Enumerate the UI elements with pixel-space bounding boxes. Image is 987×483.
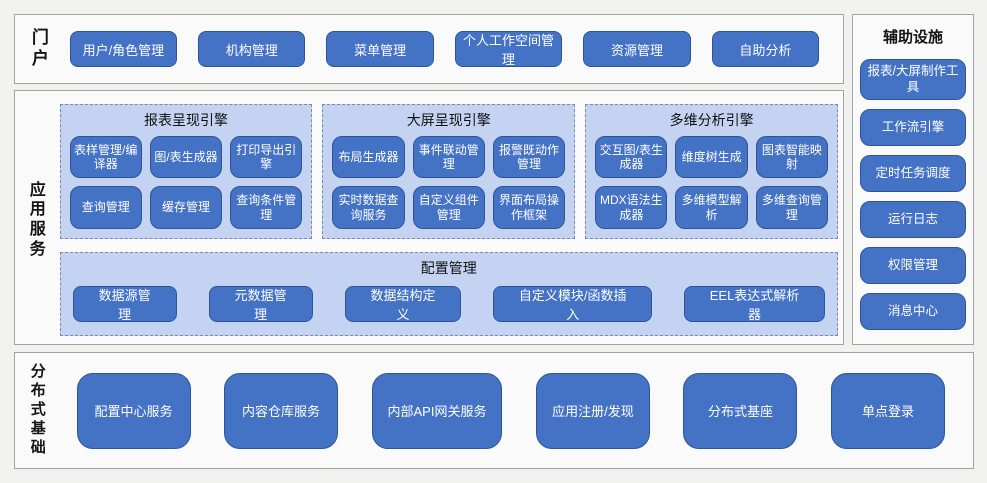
olap-engine-section: 多维分析引擎 交互图/表生成器 维度树生成 图表智能映射 MDX语法生成器 多维… [585,104,838,239]
engine-node: 图/表生成器 [149,136,223,179]
distributed-base-panel: 分布式基础 配置中心服务 内容仓库服务 内部API网关服务 应用注册/发现 分布… [14,352,974,469]
engine-node: 查询条件管理 [230,186,303,229]
app-services-panel: 应用服务 报表呈现引擎 表样管理/编译器 图/表生成器 打印导出引擎 查询管 [14,90,844,345]
distributed-node: 应用注册/发现 [535,372,650,449]
auxiliary-node: 运行日志 [860,201,966,239]
engine-node: 多维模型解析 [675,186,748,229]
engine-node: 打印导出引擎 [230,136,303,179]
config-management-title: 配置管理 [420,259,477,276]
olap-engine-title: 多维分析引擎 [669,112,754,128]
portal-layer-label: 门户 [31,28,49,68]
bigscreen-engine-grid: 布局生成器 事件联动管理 报警既动作管理 实时数据查询服务 自定义组件管理 界面… [332,136,566,229]
bigscreen-engine-title: 大屏呈现引擎 [406,112,491,128]
engine-node: 缓存管理 [149,186,223,229]
engine-node: 交互图/表生成器 [595,136,668,179]
bigscreen-engine-section: 大屏呈现引擎 布局生成器 事件联动管理 报警既动作管理 实时数据查询服务 自定义… [322,104,576,239]
engine-node: 布局生成器 [332,136,405,179]
config-node: 数据源管理 [72,285,177,322]
engine-row: 报表呈现引擎 表样管理/编译器 图/表生成器 打印导出引擎 查询管理 缓存管理 [59,104,838,239]
distributed-node: 内部API网关服务 [371,372,503,449]
app-services-label: 应用服务 [29,181,46,258]
engine-node: 界面布局操作框架 [492,186,566,229]
auxiliary-node: 报表/大屏制作工具 [860,59,966,101]
engine-node: 图表智能映射 [755,136,828,179]
distributed-node: 单点登录 [830,372,945,449]
config-node: EEL表达式解析器 [684,285,825,322]
engine-node: MDX语法生成器 [595,186,668,229]
auxiliary-panel: 辅助设施 报表/大屏制作工具 工作流引擎 定时任务调度 运行日志 权限管理 消息… [852,14,974,345]
app-services-content: 报表呈现引擎 表样管理/编译器 图/表生成器 打印导出引擎 查询管理 缓存管理 [59,104,838,336]
portal-node: 机构管理 [198,31,306,67]
olap-engine-grid: 交互图/表生成器 维度树生成 图表智能映射 MDX语法生成器 多维模型解析 多维… [595,136,828,229]
auxiliary-node: 定时任务调度 [860,155,966,193]
config-node: 元数据管理 [208,285,313,322]
distributed-node-row: 配置中心服务 内容仓库服务 内部API网关服务 应用注册/发现 分布式基座 单点… [76,372,946,449]
config-node-row: 数据源管理 元数据管理 数据结构定义 自定义模块/函数插入 EEL表达式解析器 [72,284,825,324]
config-management-section: 配置管理 数据源管理 元数据管理 数据结构定义 自定义模块/函数插入 EEL表达… [59,251,838,336]
engine-node: 表样管理/编译器 [69,136,142,179]
engine-node: 事件联动管理 [412,136,485,179]
portal-node: 用户/角色管理 [69,31,178,67]
distributed-node: 配置中心服务 [76,372,191,449]
engine-node: 维度树生成 [675,136,748,179]
config-node: 数据结构定义 [344,285,462,322]
engine-node: 自定义组件管理 [412,186,485,229]
report-engine-grid: 表样管理/编译器 图/表生成器 打印导出引擎 查询管理 缓存管理 查询条件管理 [69,136,303,229]
auxiliary-node: 权限管理 [860,247,966,284]
portal-node-row: 用户/角色管理 机构管理 菜单管理 个人工作空间管理 资源管理 自助分析 [69,31,820,67]
report-engine-title: 报表呈现引擎 [143,112,228,128]
portal-node: 自助分析 [711,31,820,67]
engine-node: 查询管理 [69,186,142,229]
auxiliary-node: 消息中心 [860,292,966,330]
portal-node: 个人工作空间管理 [454,31,563,67]
report-engine-section: 报表呈现引擎 表样管理/编译器 图/表生成器 打印导出引擎 查询管理 缓存管理 [59,104,313,239]
config-node: 自定义模块/函数插入 [493,285,653,322]
distributed-base-label: 分布式基础 [30,363,46,456]
engine-node: 多维查询管理 [755,186,828,229]
auxiliary-node-column: 报表/大屏制作工具 工作流引擎 定时任务调度 运行日志 权限管理 消息中心 [860,47,966,330]
engine-node: 报警既动作管理 [492,136,566,179]
distributed-node: 内容仓库服务 [224,372,338,449]
portal-node: 菜单管理 [326,31,434,67]
auxiliary-node: 工作流引擎 [860,109,966,147]
portal-node: 资源管理 [583,31,691,67]
auxiliary-title: 辅助设施 [882,29,943,46]
engine-node: 实时数据查询服务 [332,186,405,229]
portal-layer-panel: 门户 用户/角色管理 机构管理 菜单管理 个人工作空间管理 资源管理 自助分析 [14,14,844,84]
distributed-node: 分布式基座 [683,372,798,449]
